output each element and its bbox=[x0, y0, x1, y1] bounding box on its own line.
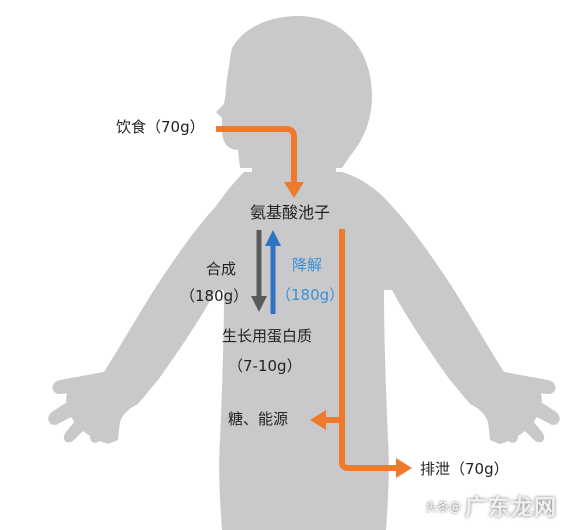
degradation-amount-label: （180g） bbox=[276, 286, 345, 304]
excretion-flow-arrowhead bbox=[396, 458, 412, 478]
diet-label: 饮食（70g） bbox=[116, 118, 205, 136]
growth-amount-label: （7-10g） bbox=[228, 357, 302, 375]
left-hand-fingers bbox=[48, 372, 104, 443]
growth-protein-label: 生长用蛋白质 bbox=[222, 327, 313, 345]
degradation-arrow bbox=[265, 230, 281, 314]
watermark-prefix: 头条@ bbox=[425, 499, 462, 514]
diet-flow-line bbox=[216, 126, 297, 184]
excretion-flow-arrow bbox=[310, 229, 412, 478]
degradation-label: 降解 bbox=[292, 256, 323, 274]
synthesis-arrowhead bbox=[251, 296, 267, 312]
synthesis-amount-label: （180g） bbox=[180, 287, 249, 305]
amino-acid-pool-label: 氨基酸池子 bbox=[250, 203, 331, 222]
sugar-energy-label: 糖、能源 bbox=[228, 410, 289, 428]
torso-silhouette bbox=[66, 172, 542, 530]
watermark-logo: 广东龙网 bbox=[465, 496, 558, 521]
diet-flow-arrowhead bbox=[284, 182, 304, 198]
excretion-flow-line bbox=[339, 229, 398, 471]
right-hand-fingers bbox=[504, 372, 560, 443]
degradation-arrowhead bbox=[265, 230, 281, 246]
diet-flow-arrow bbox=[216, 126, 304, 198]
synthesis-label: 合成 bbox=[206, 260, 237, 278]
excretion-label: 排泄（70g） bbox=[420, 460, 509, 478]
synthesis-arrow bbox=[251, 230, 267, 312]
watermark: 头条@ 广东龙网 bbox=[425, 488, 581, 524]
energy-branch-arrowhead bbox=[310, 410, 326, 430]
